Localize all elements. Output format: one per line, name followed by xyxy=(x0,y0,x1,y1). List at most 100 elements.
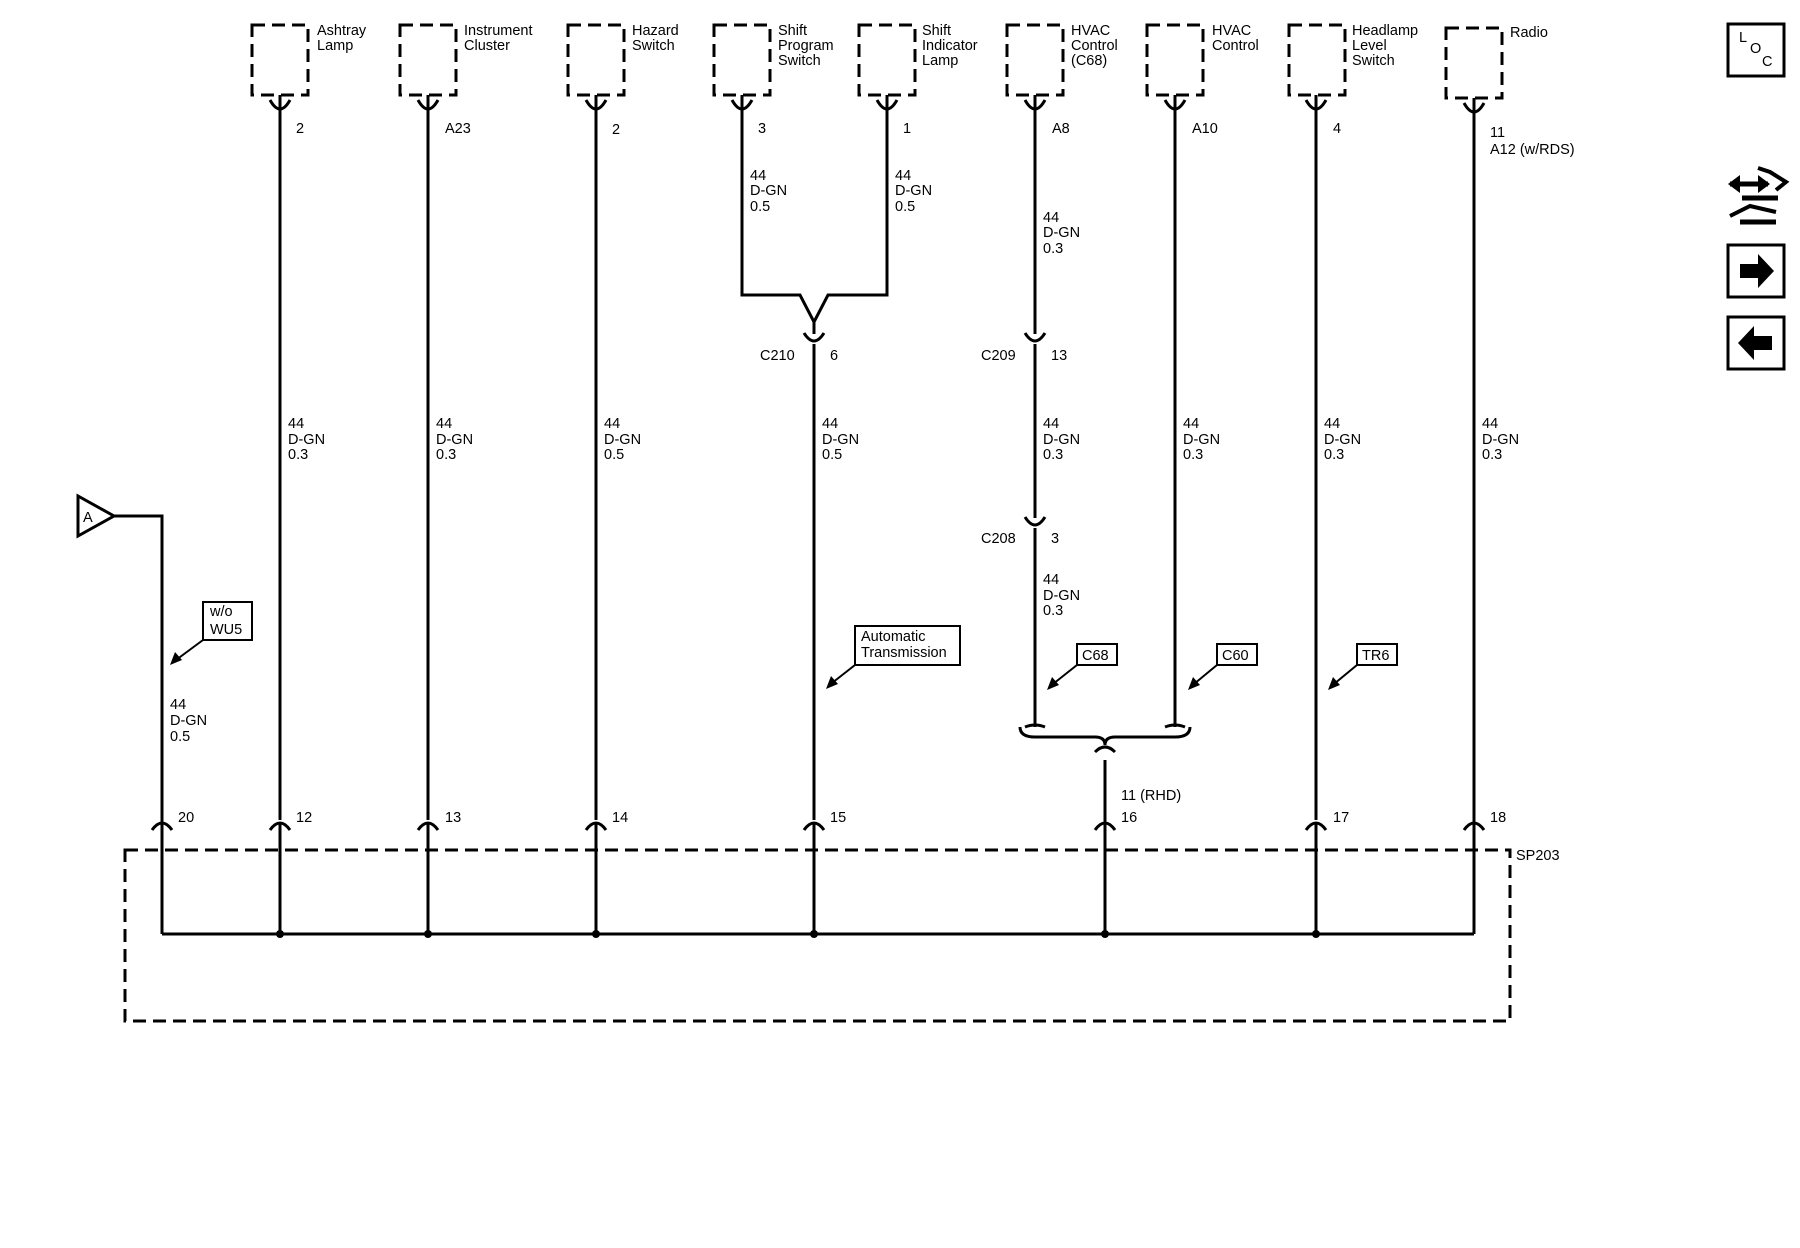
wire-color: D-GN xyxy=(1324,432,1361,448)
option-label: WU5 xyxy=(210,622,242,638)
location-button[interactable]: L O C xyxy=(1726,22,1786,78)
component-label: Indicator xyxy=(922,38,978,54)
wire-size: 0.3 xyxy=(1043,603,1063,619)
component-label: HVAC xyxy=(1212,23,1251,39)
splice-pin-connectors xyxy=(150,821,1486,934)
component-headlamp-level-switch: Headlamp Level Switch xyxy=(1287,23,1418,97)
wire-color: D-GN xyxy=(288,432,325,448)
splice-pin-label: 20 xyxy=(178,810,194,826)
wire-color: D-GN xyxy=(170,713,207,729)
wires xyxy=(114,112,1476,936)
option-label: Automatic xyxy=(861,629,925,645)
wire-size: 0.5 xyxy=(822,447,842,463)
wire-spec-labels: 44 D-GN 0.5 44 D-GN 0.5 44 D-GN 0.3 44 D… xyxy=(170,168,1519,745)
wire-size: 0.5 xyxy=(895,199,915,215)
pin-label: 2 xyxy=(612,122,620,138)
component-label: Switch xyxy=(632,38,675,54)
wire-size: 0.5 xyxy=(604,447,624,463)
pin-connectors-top xyxy=(268,95,1486,115)
wire-gauge: 44 xyxy=(436,416,452,432)
pin-label: 3 xyxy=(758,121,766,137)
wire-color: D-GN xyxy=(822,432,859,448)
component-label: Control xyxy=(1071,38,1118,54)
option-c60: C60 xyxy=(1188,643,1258,690)
component-label: Hazard xyxy=(632,23,679,39)
splice-pin-label: 14 xyxy=(612,810,628,826)
wire-color: D-GN xyxy=(1043,225,1080,241)
inline-connector-c210: C210 6 xyxy=(760,332,838,364)
wire-size: 0.3 xyxy=(1183,447,1203,463)
wire-size: 0.3 xyxy=(1482,447,1502,463)
pin-label: 2 xyxy=(296,121,304,137)
previous-page-button[interactable] xyxy=(1726,315,1786,371)
option-wu5: w/o WU5 xyxy=(170,601,253,665)
connector-name: C209 xyxy=(981,348,1016,364)
rhd-pin-label: 11 (RHD) xyxy=(1121,788,1181,804)
component-label: Control xyxy=(1212,38,1259,54)
component-label: Program xyxy=(778,38,834,54)
component-label: Instrument xyxy=(464,23,533,39)
option-label: C68 xyxy=(1082,648,1109,664)
component-shift-indicator-lamp: Shift Indicator Lamp xyxy=(857,23,978,97)
splice-pin-label: 17 xyxy=(1333,810,1349,826)
wire-gauge: 44 xyxy=(895,168,911,184)
pin-label: 4 xyxy=(1333,121,1341,137)
component-hazard-switch: Hazard Switch xyxy=(566,23,679,97)
splice-pin-label: 13 xyxy=(445,810,461,826)
component-label: Lamp xyxy=(317,38,353,54)
component-label: Shift xyxy=(922,23,951,39)
splice-pack-sp203: SP203 xyxy=(123,848,1560,1023)
wire-gauge: 44 xyxy=(288,416,304,432)
component-label: Radio xyxy=(1510,25,1548,41)
wire-size: 0.3 xyxy=(1043,447,1063,463)
option-label: Transmission xyxy=(861,645,947,661)
wire-color: D-GN xyxy=(1482,432,1519,448)
wire-gauge: 44 xyxy=(750,168,766,184)
wire-gauge: 44 xyxy=(822,416,838,432)
wire-gauge: 44 xyxy=(1324,416,1340,432)
splice-pin-label: 16 xyxy=(1121,810,1137,826)
wire-gauge: 44 xyxy=(1043,572,1059,588)
splice-pin-label: 18 xyxy=(1490,810,1506,826)
component-label: HVAC xyxy=(1071,23,1110,39)
connector-pinout-icon[interactable] xyxy=(1728,166,1790,225)
connector-name: C208 xyxy=(981,531,1016,547)
wire-size: 0.3 xyxy=(436,447,456,463)
splice-pin-label: 15 xyxy=(830,810,846,826)
wire-size: 0.5 xyxy=(170,729,190,745)
wire-color: D-GN xyxy=(1043,432,1080,448)
loc-letter: O xyxy=(1750,41,1761,57)
pin-label: A23 xyxy=(445,121,471,137)
component-hvac-control: HVAC Control xyxy=(1145,23,1259,97)
component-label: Ashtray xyxy=(317,23,367,39)
option-label: w/o xyxy=(209,604,233,620)
component-label: (C68) xyxy=(1071,53,1107,69)
component-radio: Radio xyxy=(1444,25,1548,100)
component-label: Level xyxy=(1352,38,1387,54)
component-instrument-cluster: Instrument Cluster xyxy=(398,23,533,97)
next-page-button[interactable] xyxy=(1726,243,1786,299)
option-label: TR6 xyxy=(1362,648,1389,664)
inline-connector-c209: C209 13 xyxy=(981,332,1067,364)
wire-gauge: 44 xyxy=(604,416,620,432)
wire-size: 0.3 xyxy=(288,447,308,463)
loc-letter: L xyxy=(1739,30,1747,46)
pin-label: 11 xyxy=(1490,125,1505,141)
connector-pin: 6 xyxy=(830,348,838,364)
pin-label: 1 xyxy=(903,121,911,137)
option-c68: C68 xyxy=(1047,643,1118,690)
loc-letter: C xyxy=(1762,54,1772,70)
rhd-merge-brace: 11 (RHD) xyxy=(1018,723,1192,804)
wire-color: D-GN xyxy=(1183,432,1220,448)
wire-gauge: 44 xyxy=(1043,416,1059,432)
wire-size: 0.5 xyxy=(750,199,770,215)
pin-label: A10 xyxy=(1192,121,1218,137)
connector-name: C210 xyxy=(760,348,795,364)
component-ashtray-lamp: Ashtray Lamp xyxy=(250,23,367,97)
wire-color: D-GN xyxy=(436,432,473,448)
option-automatic-transmission: Automatic Transmission xyxy=(826,625,961,689)
component-hvac-control-c68: HVAC Control (C68) xyxy=(1005,23,1118,97)
wire-gauge: 44 xyxy=(1043,210,1059,226)
component-shift-program-switch: Shift Program Switch xyxy=(712,23,834,97)
wire-gauge: 44 xyxy=(1183,416,1199,432)
